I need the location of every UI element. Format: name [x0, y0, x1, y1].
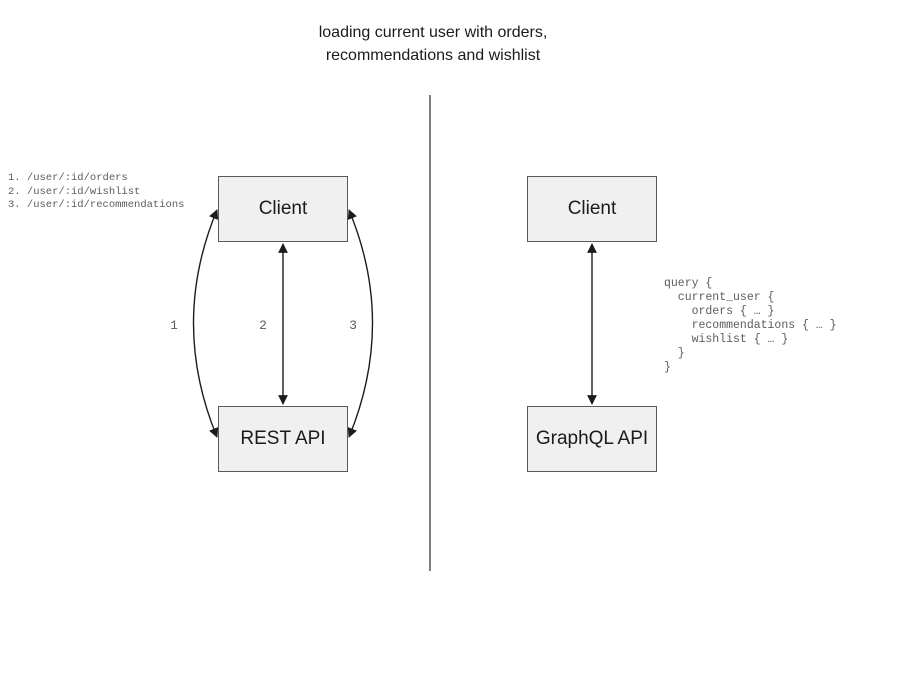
- rest-arrow-1-curve: [192, 209, 219, 438]
- rest-endpoint-recommendations: 3. /user/:id/recommendations: [8, 199, 185, 211]
- graphql-api-box: GraphQL API: [527, 406, 657, 472]
- title-line-2: recommendations and wishlist: [325, 47, 541, 64]
- query-line: query {: [664, 277, 713, 290]
- arrow-label-3: 3: [349, 318, 357, 333]
- graphql-query-code: query { current_user { orders { … } reco…: [664, 277, 837, 375]
- diagram-title: loading current user with orders, recomm…: [319, 21, 548, 67]
- query-line: recommendations { … }: [664, 319, 837, 332]
- query-line: }: [664, 361, 671, 374]
- arrow-label-2: 2: [259, 318, 267, 333]
- title-line-1: loading current user with orders,: [318, 24, 548, 41]
- query-line: current_user {: [664, 291, 775, 304]
- rest-endpoint-wishlist: 2. /user/:id/wishlist: [8, 185, 141, 198]
- query-line: }: [664, 347, 685, 360]
- query-line: wishlist { … }: [664, 333, 789, 346]
- rest-api-box: REST API: [218, 406, 348, 472]
- client-box-rest: Client: [218, 176, 348, 242]
- rest-endpoints-list: 1. /user/:id/orders 2. /user/:id/wishlis…: [8, 172, 184, 213]
- rest-endpoint-orders: 1. /user/:id/orders: [8, 172, 128, 184]
- divider-line: [429, 95, 431, 571]
- query-line: orders { … }: [664, 305, 775, 318]
- arrow-label-1: 1: [170, 318, 178, 333]
- client-box-graphql: Client: [527, 176, 657, 242]
